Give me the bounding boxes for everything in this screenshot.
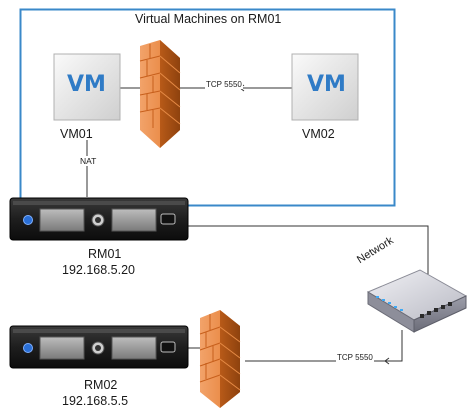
- rm02-name: RM02: [84, 378, 118, 392]
- rm02-ip: 192.168.5.5: [62, 394, 129, 408]
- firewall-top-icon: [139, 40, 181, 148]
- firewall-bottom-icon: [199, 310, 241, 408]
- rm02-server-icon: [9, 325, 189, 369]
- rm01-name: RM01: [88, 247, 122, 261]
- rm01-ip: 192.168.5.20: [62, 263, 135, 277]
- vm02-badge: VM: [307, 72, 346, 97]
- tcp-link-bottom: [245, 330, 403, 362]
- rm01-network-link: [187, 225, 429, 284]
- nat-label: NAT: [79, 156, 98, 166]
- network-router-icon: [366, 269, 468, 333]
- rm01-server-icon: [9, 197, 189, 241]
- vm-group-box: [19, 8, 396, 207]
- vm01-label: VM01: [60, 127, 93, 141]
- tcp-label-bottom: TCP 5550: [336, 353, 374, 362]
- arrow-bottom-icon: [384, 357, 390, 365]
- vm01-icon: [53, 53, 121, 121]
- vm02-icon: [291, 53, 359, 121]
- tcp-label-top: TCP 5550: [205, 80, 243, 89]
- vm02-label: VM02: [302, 127, 335, 141]
- vm01-badge: VM: [67, 72, 106, 97]
- group-title: Virtual Machines on RM01: [135, 12, 282, 26]
